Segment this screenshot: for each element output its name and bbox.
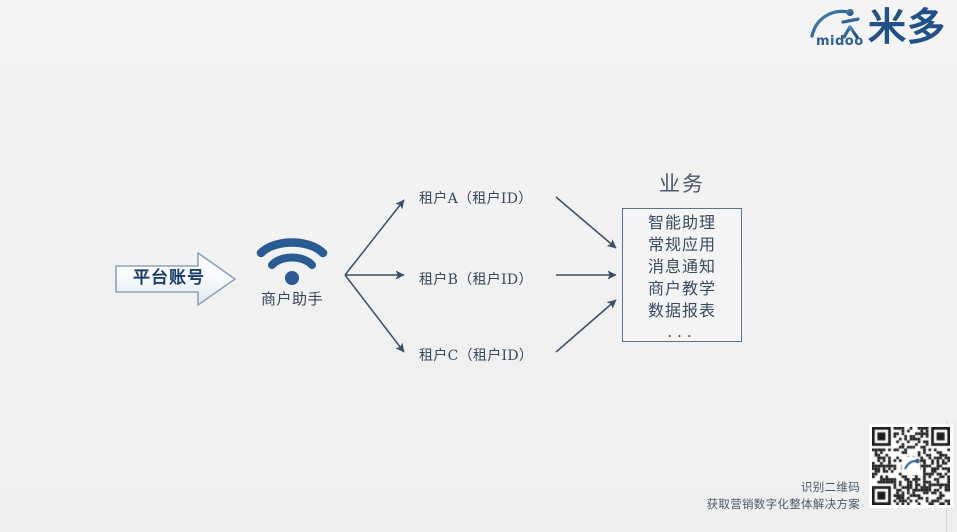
arrow-assistant-to-tenant-a [344,199,405,276]
wechat-qr-code[interactable] [869,424,953,508]
business-item: 智能助理 [647,213,716,232]
business-box [622,208,742,342]
brand-logo: midoo 米多 [806,4,954,62]
platform-account-label: 平台账号 [133,268,205,288]
business-item: 常规应用 [647,235,716,254]
qr-caption-line-1: 识别二维码 [801,480,860,494]
qr-caption: 识别二维码 获取营销数字化整体解决方案 [660,479,860,513]
wifi-icon [256,238,328,285]
qr-caption-line-2: 获取营销数字化整体解决方案 [706,497,860,511]
business-item-list: 智能助理 常规应用 消息通知 商户教学 数据报表 ··· [622,212,742,348]
business-item: 消息通知 [647,257,716,276]
assistant-label: 商户助手 [260,290,323,308]
logo-cn-text: 米多 [868,5,947,49]
qr-code-canvas [872,427,950,505]
midoo-swoosh-person-logo [810,8,860,39]
business-more-indicator: ··· [667,327,697,345]
business-item: 商户教学 [647,279,716,298]
business-title: 业务 [659,172,705,196]
business-item: 数据报表 [647,301,716,320]
platform-account-arrow-shape [115,252,236,306]
arrow-tenant-c-to-business [555,299,617,353]
arrow-assistant-to-tenant-c [344,274,405,353]
arrow-tenant-a-to-business [555,196,617,249]
logo-latin-text: midoo [816,34,864,49]
tenant-label-c: 租户C（租户ID） [419,348,534,364]
tenant-label-a: 租户A（租户ID） [419,191,533,207]
tenant-label-b: 租户B（租户ID） [419,272,533,288]
